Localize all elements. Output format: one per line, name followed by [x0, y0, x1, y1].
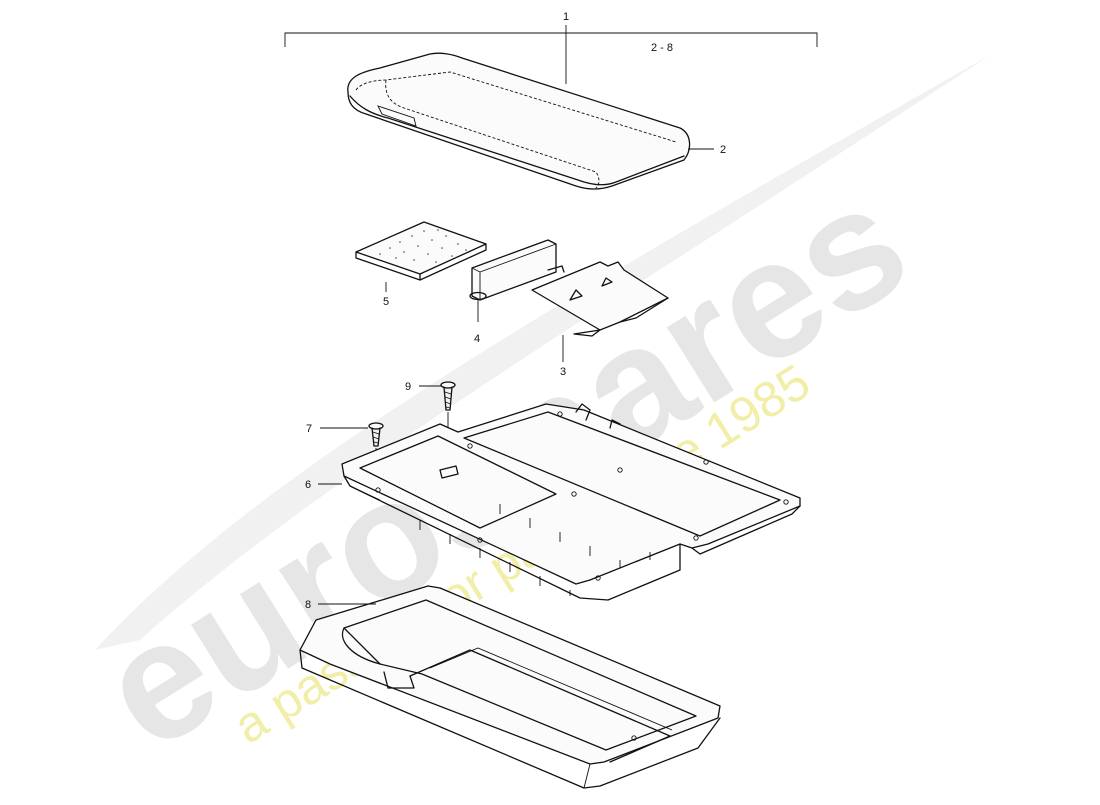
part-5-pad: 5 [355, 221, 487, 308]
callout-1: 1 [563, 11, 569, 23]
part-8-base-console: 8 [299, 585, 721, 789]
part-6-tray-frame: 6 [305, 403, 801, 601]
part-2-armrest-lid: 2 [347, 52, 726, 190]
callout-7: 7 [306, 423, 312, 435]
kit-range-label: 2 - 8 [651, 42, 673, 54]
callout-3: 3 [560, 366, 566, 378]
part-4-divider: 4 [469, 239, 565, 345]
part-3-bracket: 3 [531, 261, 669, 378]
callout-4: 4 [474, 333, 480, 345]
kit-bracket: 1 2 - 8 [284, 11, 818, 84]
part-9-screw: 9 [405, 381, 456, 470]
callout-9: 9 [405, 381, 411, 393]
callout-5: 5 [383, 296, 389, 308]
watermark-swoosh [95, 55, 990, 650]
callout-2: 2 [720, 144, 726, 156]
callout-8: 8 [305, 599, 311, 611]
callout-6: 6 [305, 479, 311, 491]
